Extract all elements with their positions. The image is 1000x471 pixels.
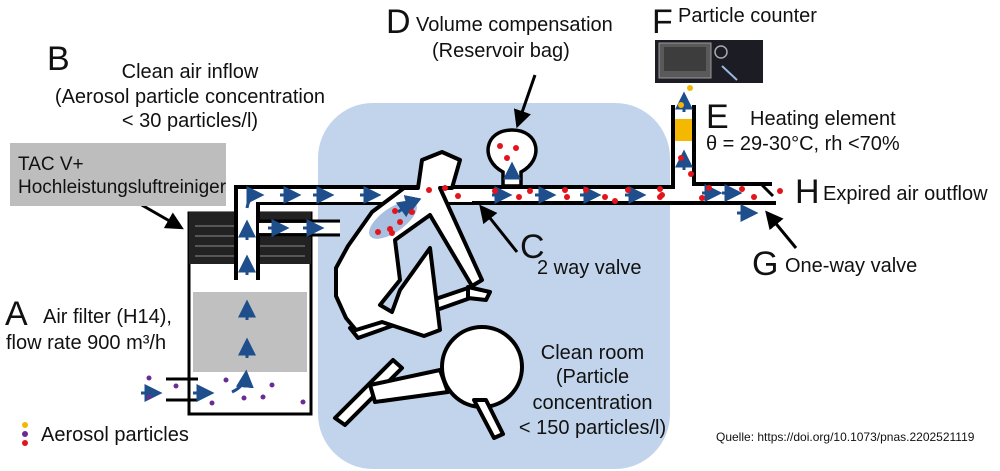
label-c-letter: C xyxy=(520,228,545,266)
clean-room-line2: (Particle xyxy=(555,366,630,388)
legend-label: Aerosol particles xyxy=(41,424,189,446)
particles-red xyxy=(375,143,783,236)
label-f-letter: F xyxy=(652,3,673,41)
particle-counter-device xyxy=(655,40,763,83)
label-b-line1: Clean air inflow xyxy=(121,61,259,83)
label-e-line2: θ = 29-30°C, rh <70% xyxy=(706,133,900,155)
label-g-text: One-way valve xyxy=(785,255,918,277)
label-d-line2: (Reservoir bag) xyxy=(432,40,570,62)
label-b-line3: < 30 particles/l) xyxy=(121,110,259,132)
heating-element xyxy=(675,119,692,141)
label-d-letter: D xyxy=(386,3,411,41)
label-h-letter: H xyxy=(795,173,820,211)
particles-purple xyxy=(146,375,306,406)
clean-room-line4: < 150 particles/l) xyxy=(518,417,667,439)
label-d-line1: Volume compensation xyxy=(416,14,613,36)
filter-media xyxy=(193,292,307,372)
pointer-lines xyxy=(139,74,798,253)
clean-room-line1: Clean room xyxy=(540,342,645,364)
label-a-line2: flow rate 900 m³/h xyxy=(6,332,167,354)
cyclist-figure xyxy=(333,150,524,440)
label-a-letter: A xyxy=(5,295,28,333)
label-e-letter: E xyxy=(706,98,729,136)
legend-dots xyxy=(22,422,28,446)
label-b-letter: B xyxy=(47,40,70,78)
label-h-text: Expired air outflow xyxy=(823,183,988,205)
particles-yellow xyxy=(678,85,693,108)
purifier-label-line2: Hochleistungsluftreiniger xyxy=(18,177,227,198)
label-e-line1: Heating element xyxy=(750,108,896,130)
source-citation: Quelle: https://doi.org/10.1073/pnas.220… xyxy=(716,430,975,444)
label-c-text: 2 way valve xyxy=(537,257,642,279)
purifier-label-box xyxy=(10,143,226,206)
label-a-line1: Air filter (H14), xyxy=(43,306,172,328)
flow-arrows xyxy=(141,91,759,402)
purifier-label-line1: TAC V+ xyxy=(18,154,84,175)
label-f-text: Particle counter xyxy=(678,5,817,27)
label-b-line2: (Aerosol particle concentration xyxy=(54,86,326,108)
clean-room-line3: concentration xyxy=(532,392,653,414)
label-g-letter: G xyxy=(752,245,779,283)
one-way-valve-flap xyxy=(760,183,775,198)
